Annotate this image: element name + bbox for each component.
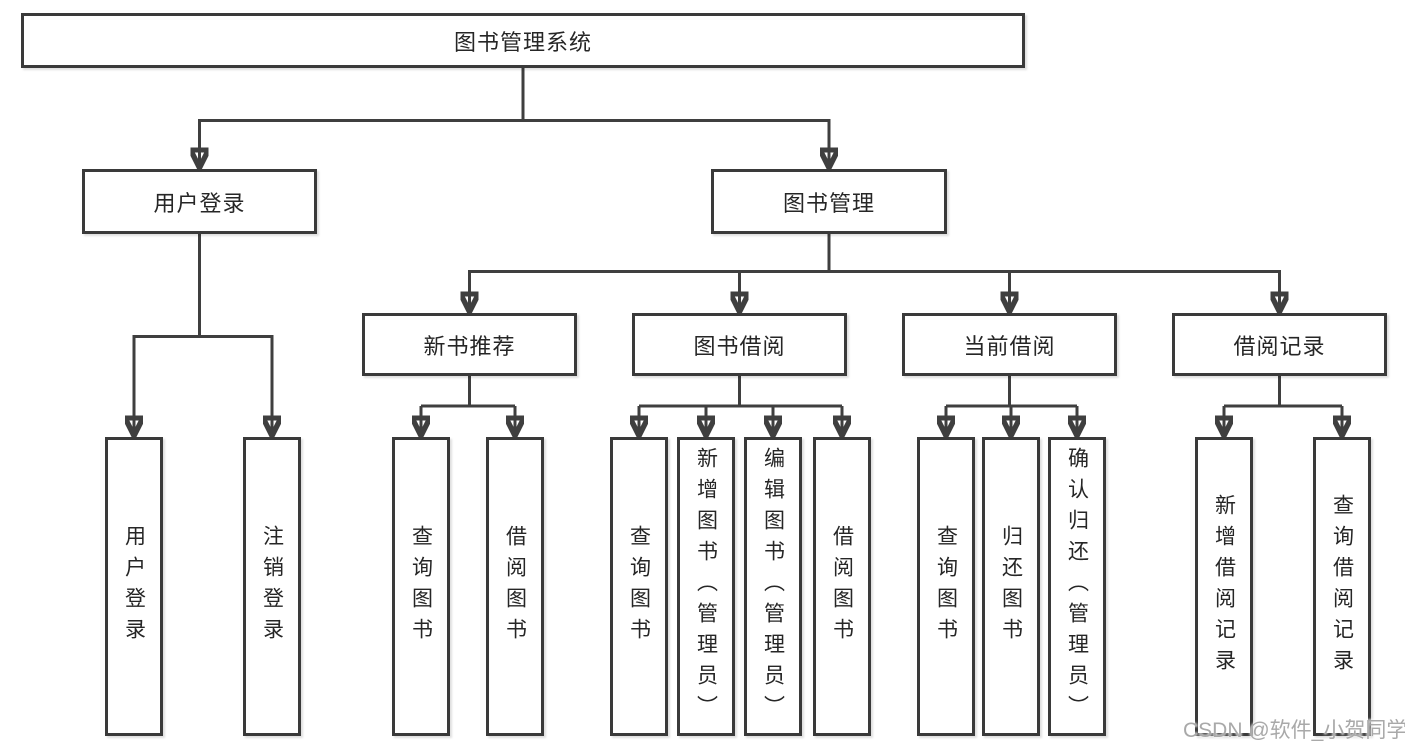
node-label: 编辑图书（管理员） [761,447,785,726]
node-library-management-system: 图书管理系统 [21,13,1025,68]
node-add-books-admin: 新增图书（管理员） [677,437,735,736]
node-label: 当前借阅 [963,333,1056,359]
node-query-books-1: 查询图书 [392,437,450,736]
edge-borrowing-records-split [1224,376,1342,408]
node-label: 用户登录 [122,524,146,649]
watermark: CSDN @软件_小贺同学 [1183,719,1405,742]
node-label: 借阅记录 [1233,333,1326,359]
node-user-login: 用户登录 [82,169,317,234]
node-label: 用户登录 [153,190,246,216]
edge-book-borrowing-split [639,376,842,408]
node-borrow-books-2: 借阅图书 [813,437,871,736]
node-borrowing-records: 借阅记录 [1172,313,1387,376]
node-label: 查询图书 [934,524,958,649]
node-query-borrow-record: 查询借阅记录 [1313,437,1371,736]
node-label: 图书管理系统 [453,29,592,55]
node-label: 新增图书（管理员） [694,447,718,726]
edge-new-book-recommendation-split [421,376,515,408]
node-label: 图书管理 [782,190,875,216]
node-label: 借阅图书 [830,524,854,649]
node-label: 新书推荐 [423,333,516,359]
edge-root-split [199,68,829,122]
node-return-books: 归还图书 [982,437,1040,736]
node-label: 查询借阅记录 [1330,493,1354,680]
node-label: 查询图书 [409,524,433,649]
node-book-borrowing: 图书借阅 [632,313,847,376]
node-add-borrow-record: 新增借阅记录 [1195,437,1253,736]
node-edit-books-admin: 编辑图书（管理员） [744,437,802,736]
edge-current-borrowing-split [946,376,1077,408]
node-book-management: 图书管理 [711,169,947,234]
node-label: 确认归还（管理员） [1065,447,1089,726]
node-logout: 注销登录 [243,437,301,736]
node-query-books-3: 查询图书 [917,437,975,736]
node-user-login-leaf: 用户登录 [105,437,163,736]
node-label: 新增借阅记录 [1212,493,1236,680]
node-borrow-books-1: 借阅图书 [486,437,544,736]
edge-user-login-split [134,234,272,338]
node-label: 图书借阅 [693,333,786,359]
connector-splits [134,68,1342,408]
node-label: 注销登录 [260,524,284,649]
connector-arrows [134,119,1342,434]
node-new-book-recommendation: 新书推荐 [362,313,577,376]
edge-book-management-split [469,234,1280,273]
node-label: 归还图书 [999,524,1023,649]
node-confirm-return-admin: 确认归还（管理员） [1048,437,1106,736]
node-query-books-2: 查询图书 [610,437,668,736]
node-current-borrowing: 当前借阅 [902,313,1117,376]
node-label: 查询图书 [627,524,651,649]
node-label: 借阅图书 [503,524,527,649]
